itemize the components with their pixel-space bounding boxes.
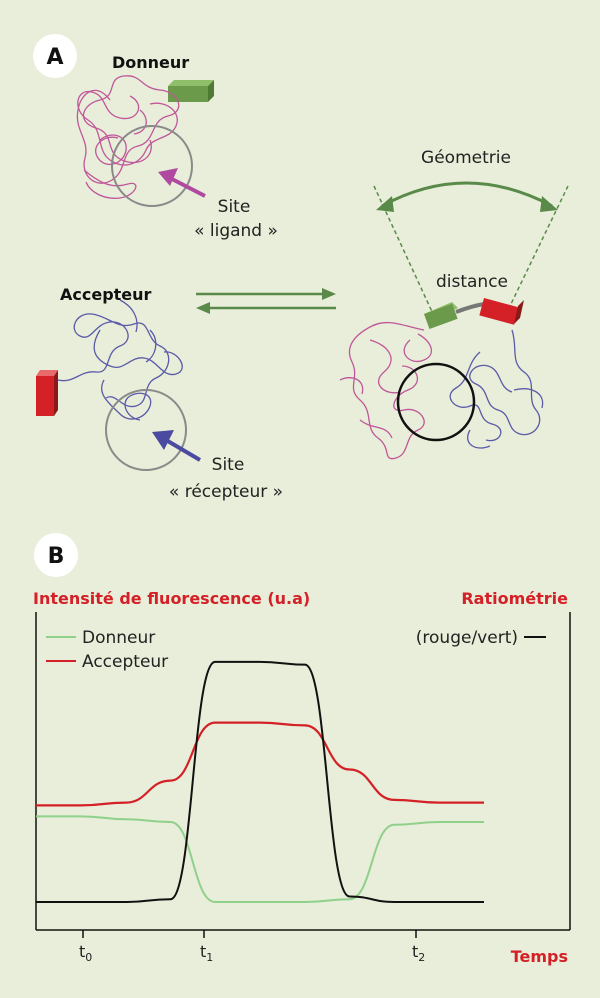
donneur-protein-chain: [76, 75, 180, 199]
series-line-ratio: [35, 660, 484, 903]
donneur-fluorophore-green: [168, 80, 214, 102]
x-ticks: [82, 930, 417, 938]
complex-blue-chain: [449, 329, 544, 449]
y-axis-title-left: Intensité de fluorescence (u.a): [33, 589, 310, 608]
panel-b-letter: B: [48, 544, 65, 569]
geometrie-dashed-lines: [373, 185, 569, 317]
accepteur-fluorophore-red: [36, 370, 58, 416]
panel-a-letter: A: [46, 45, 63, 70]
accepteur-label: Accepteur: [60, 285, 152, 304]
donneur-label: Donneur: [112, 53, 189, 72]
x-tick-label-t0: t0: [79, 942, 92, 964]
site-recepteur-label-line2: « récepteur »: [169, 482, 283, 502]
legend-label-accepteur: Accepteur: [82, 652, 168, 672]
legend: Donneur Accepteur (rouge/vert): [46, 628, 546, 672]
geometrie-label: Géometrie: [421, 148, 511, 168]
accepteur-protein-chain: [57, 299, 183, 421]
site-recepteur-arrow: [152, 430, 202, 462]
legend-label-ratio: (rouge/vert): [416, 628, 518, 648]
series-line-accepteur: [35, 721, 484, 807]
site-ligand-arrow: [158, 168, 206, 198]
site-ligand-label-line2: « ligand »: [194, 221, 278, 241]
site-ligand-circle: [111, 125, 193, 207]
complex-fluorophore-red: [479, 298, 524, 325]
complex-fluorophore-green: [424, 302, 458, 330]
y-axis-title-right: Ratiométrie: [461, 589, 568, 608]
site-ligand-label-line1: Site: [218, 197, 251, 217]
x-tick-label-t1: t1: [200, 942, 213, 964]
site-recepteur-circle: [105, 389, 187, 471]
legend-label-donneur: Donneur: [82, 628, 155, 648]
equilibrium-arrows: [196, 288, 336, 314]
complex-binding-site-circle: [396, 362, 476, 442]
distance-link: [455, 302, 485, 314]
complex-pink-chain: [339, 322, 433, 460]
x-tick-label-t2: t2: [412, 942, 425, 964]
geometrie-arc: [376, 181, 558, 212]
panel-a-badge: [33, 34, 77, 78]
series-line-donneur: [36, 815, 484, 903]
site-recepteur-label-line1: Site: [212, 455, 245, 475]
x-axis-title: Temps: [511, 947, 568, 966]
distance-label: distance: [436, 272, 508, 292]
panel-b-badge: [34, 533, 78, 577]
